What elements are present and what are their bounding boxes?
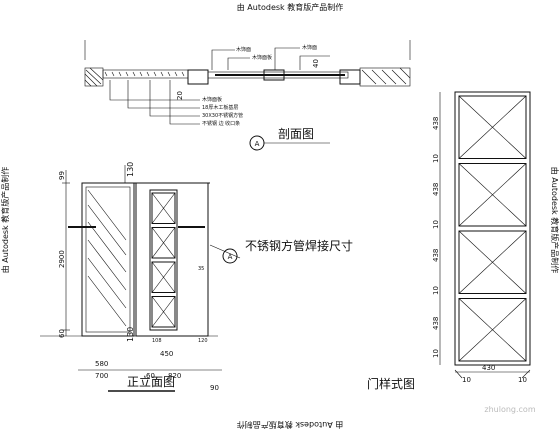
watermark-site: zhulong.com [484, 405, 535, 414]
door-style-height-2: 438 [432, 183, 440, 196]
elevation-dim-left-2900: 2900 [58, 250, 66, 268]
elevation-dim-450: 450 [160, 350, 173, 358]
door-style-title: 门样式图 [367, 376, 415, 391]
elevation-dim-top-130: 130 [126, 162, 135, 177]
elevation-dim-700: 700 [95, 372, 108, 380]
section-frame-left [187, 69, 209, 85]
x-panel-diagonal [151, 227, 176, 259]
elevation-dim-90: 90 [210, 384, 219, 392]
elevation-marker-label: A [228, 253, 233, 261]
section-frame-right [339, 69, 361, 85]
section-note-2: 18厚木工板基层 [202, 104, 238, 111]
section-panel-left [102, 69, 189, 79]
watermark-top: 由 Autodesk 教育版产品制作 [237, 2, 343, 12]
x-panel-frame [458, 95, 527, 159]
elevation-dim-120: 120 [198, 338, 208, 344]
section-title: 剖面图 [278, 127, 314, 141]
door-style-gap-1: 10 [432, 154, 440, 163]
x-panel-frame [151, 296, 176, 328]
door-style-width: 430 [482, 364, 495, 372]
door-style-corner-2: 10 [518, 376, 527, 384]
section-note-3: 30X30不锈钢方管 [202, 112, 243, 119]
elevation-title: 正立面图 [127, 374, 175, 389]
elevation-dim-60: 60 [146, 372, 155, 380]
door-style-height-4: 438 [432, 317, 440, 330]
section-note-1: 木饰面板 [202, 96, 222, 103]
elevation-dim-35: 35 [198, 266, 204, 272]
elevation-dim-left-99: 99 [58, 171, 66, 180]
elevation-left-leaf [81, 182, 135, 337]
section-note-4: 不锈钢 边 收口条 [202, 120, 240, 127]
x-panel-diagonal [151, 261, 176, 293]
watermark-left: 由 Autodesk 教育版产品制作 [0, 167, 10, 273]
x-panel-diagonal [458, 163, 527, 227]
x-panel-diagonal [458, 95, 527, 159]
elevation-glass-frame [149, 189, 178, 331]
elevation-dim-580: 580 [95, 360, 108, 368]
door-style-gap-2: 10 [432, 220, 440, 229]
x-panel-diagonal [458, 298, 527, 362]
elevation-drawing: 99 2900 60 130 130 35 108 450 120 580 70… [40, 162, 241, 392]
elevation-marker-circle [222, 248, 238, 264]
door-style-gap-3: 10 [432, 286, 440, 295]
door-style-frame [454, 91, 531, 366]
x-panel-diagonal [151, 192, 176, 224]
elevation-dim-820: 820 [168, 372, 181, 380]
door-style-drawing: 438 438 438 438 10 10 10 10 430 10 10 不锈… [245, 91, 531, 391]
watermark-right: 由 Autodesk 教育版产品制作 [550, 167, 560, 273]
watermark-bottom: 由 Autodesk 教育版产品制作 [237, 420, 343, 430]
x-panel-frame [151, 261, 176, 293]
door-style-height-1: 438 [432, 117, 440, 130]
elevation-dim-left-60: 60 [58, 329, 66, 338]
door-style-corner-1: 10 [462, 376, 471, 384]
section-note-7: 木饰面 [302, 44, 317, 51]
section-door-core [263, 69, 285, 81]
section-note-5: 木饰面 [236, 46, 251, 53]
section-dim-20: 20 [176, 91, 184, 100]
elevation-right-leaf [135, 182, 209, 337]
x-panel-frame [151, 192, 176, 224]
section-door-leaf [207, 71, 349, 79]
door-style-height-3: 438 [432, 249, 440, 262]
door-style-gap-4: 10 [432, 349, 440, 358]
section-note-6: 木饰面板 [252, 54, 272, 61]
elevation-dim-bottom-130: 130 [126, 327, 135, 342]
x-panel-frame [458, 163, 527, 227]
section-dim-40: 40 [312, 59, 320, 68]
x-panel-frame [458, 230, 527, 294]
section-drawing: 20 40 木饰面板 18厚木工板基层 30X30不锈钢方管 不锈钢 边 收口条… [84, 40, 411, 151]
x-panel-diagonal [458, 230, 527, 294]
door-style-x-panels [458, 95, 527, 362]
door-style-caption: 不锈钢方管焊接尺寸 [245, 238, 353, 253]
x-panel-frame [458, 298, 527, 362]
x-panel-diagonal [151, 296, 176, 328]
elevation-dim-108: 108 [152, 338, 162, 344]
section-marker-label: A [255, 140, 260, 148]
elevation-x-panels [151, 192, 176, 328]
x-panel-frame [151, 227, 176, 259]
